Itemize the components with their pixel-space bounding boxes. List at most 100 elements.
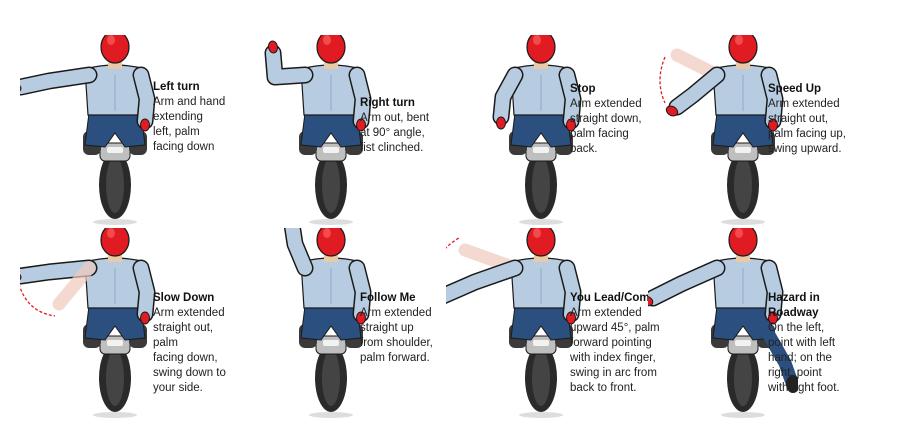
right-arm (134, 68, 154, 128)
signal-title: Left turn (153, 81, 200, 93)
motion-ghost-arm (52, 261, 96, 311)
rider-neck (324, 59, 338, 69)
signal-slow-down: Slow Down Arm extended straight out, pal… (20, 228, 240, 428)
rider-group (446, 228, 582, 418)
rider-neck (108, 59, 122, 69)
glove-icon (768, 311, 778, 325)
tire-tread (734, 350, 752, 406)
left-arm (494, 68, 522, 124)
signal-title: Right turn (360, 97, 415, 109)
rider-group (492, 35, 582, 225)
glove-icon (768, 118, 778, 132)
signal-title: Slow Down (153, 292, 215, 304)
helmet-icon (526, 228, 556, 257)
signal-description: On the left, point with left hand; on th… (768, 322, 840, 394)
signal-description: Arm extended upward 45°, palm forward po… (570, 307, 660, 394)
signal-right-turn: Right turn Arm out, bent at 90° angle, f… (236, 35, 456, 235)
right-arm (560, 68, 580, 128)
signal-hazard-in-roadway: Hazard in Roadway On the left, point wit… (648, 228, 868, 428)
ground-shadow (93, 219, 137, 225)
rider-jeans (300, 305, 362, 341)
helmet-icon (728, 35, 758, 64)
signal-title: Speed Up (768, 83, 822, 95)
rider-group (283, 228, 372, 418)
ground-shadow (309, 412, 353, 418)
left-arm (648, 261, 724, 305)
ground-shadow (721, 412, 765, 418)
glove-icon (356, 118, 366, 132)
signal-description: Arm out, bent at 90° angle, fist clinche… (360, 112, 430, 154)
rider-group (20, 35, 156, 225)
ground-shadow (309, 219, 353, 225)
glove-icon (496, 116, 506, 130)
signal-speed-up: Speed Up Arm extended straight out, palm… (648, 35, 868, 235)
left-arm (285, 228, 312, 275)
ground-shadow (93, 412, 137, 418)
right-arm (350, 68, 370, 128)
glove-icon (356, 311, 366, 325)
helmet-highlight (735, 35, 743, 45)
tire-tread (106, 157, 124, 213)
rider-group (648, 228, 798, 418)
rider-left-turn-illustration (20, 35, 156, 225)
glove-icon (566, 311, 576, 325)
tire-tread (532, 350, 550, 406)
rider-hazard-in-roadway-illustration (648, 228, 798, 418)
signal-description: Arm extended straight out, palm facing u… (768, 98, 846, 155)
right-arm (350, 261, 370, 321)
glove-icon (20, 82, 22, 94)
helmet-icon (100, 35, 130, 64)
glove-icon (140, 118, 150, 132)
left-arm (670, 68, 724, 114)
ground-shadow (519, 219, 563, 225)
license-plate (107, 340, 123, 346)
ground-shadow (721, 219, 765, 225)
right-arm (762, 68, 782, 128)
helmet-highlight (533, 228, 541, 238)
rider-neck (736, 252, 750, 262)
rider-jeans (300, 112, 362, 148)
signal-description: Arm extended straight down, palm facing … (570, 98, 642, 155)
signal-title: Follow Me (360, 292, 416, 304)
glove-icon (267, 40, 279, 54)
swing-arc-arrow (659, 56, 666, 104)
ground-shadow (519, 412, 563, 418)
signal-title: Hazard in Roadway (768, 292, 820, 319)
helmet-highlight (107, 35, 115, 45)
rider-group (20, 228, 156, 418)
swing-arc-arrow (20, 284, 56, 317)
right-arm (560, 261, 580, 321)
signal-description: Arm extended straight out, palm facing d… (153, 307, 226, 394)
helmet-icon (316, 228, 346, 257)
rider-follow-me-illustration (283, 228, 372, 418)
glove-icon (665, 105, 679, 117)
rider-neck (324, 252, 338, 262)
rider-jeans (510, 305, 572, 341)
right-arm (762, 261, 782, 321)
license-plate (323, 147, 339, 153)
helmet-highlight (323, 35, 331, 45)
tire-tread (106, 350, 124, 406)
right-leg-pointing (758, 321, 798, 387)
signal-title: You Lead/Come (570, 292, 657, 304)
license-plate (533, 147, 549, 153)
rider-jeans (84, 112, 146, 148)
rider-stop-illustration (492, 35, 582, 225)
rider-jeans (712, 112, 774, 148)
tire-tread (322, 350, 340, 406)
tire-tread (532, 157, 550, 213)
rider-neck (736, 59, 750, 69)
right-arm (134, 261, 154, 321)
glove-icon (648, 295, 654, 307)
left-arm (266, 46, 312, 84)
rider-group (659, 35, 784, 225)
tire-tread (322, 157, 340, 213)
right-boot-icon (786, 375, 798, 393)
signal-title: Stop (570, 83, 596, 95)
rider-group (264, 35, 372, 225)
rider-jeans (84, 305, 146, 341)
license-plate (323, 340, 339, 346)
helmet-highlight (323, 228, 331, 238)
signal-left-turn: Left turn Arm and hand extending left, p… (20, 35, 240, 235)
helmet-highlight (735, 228, 743, 238)
